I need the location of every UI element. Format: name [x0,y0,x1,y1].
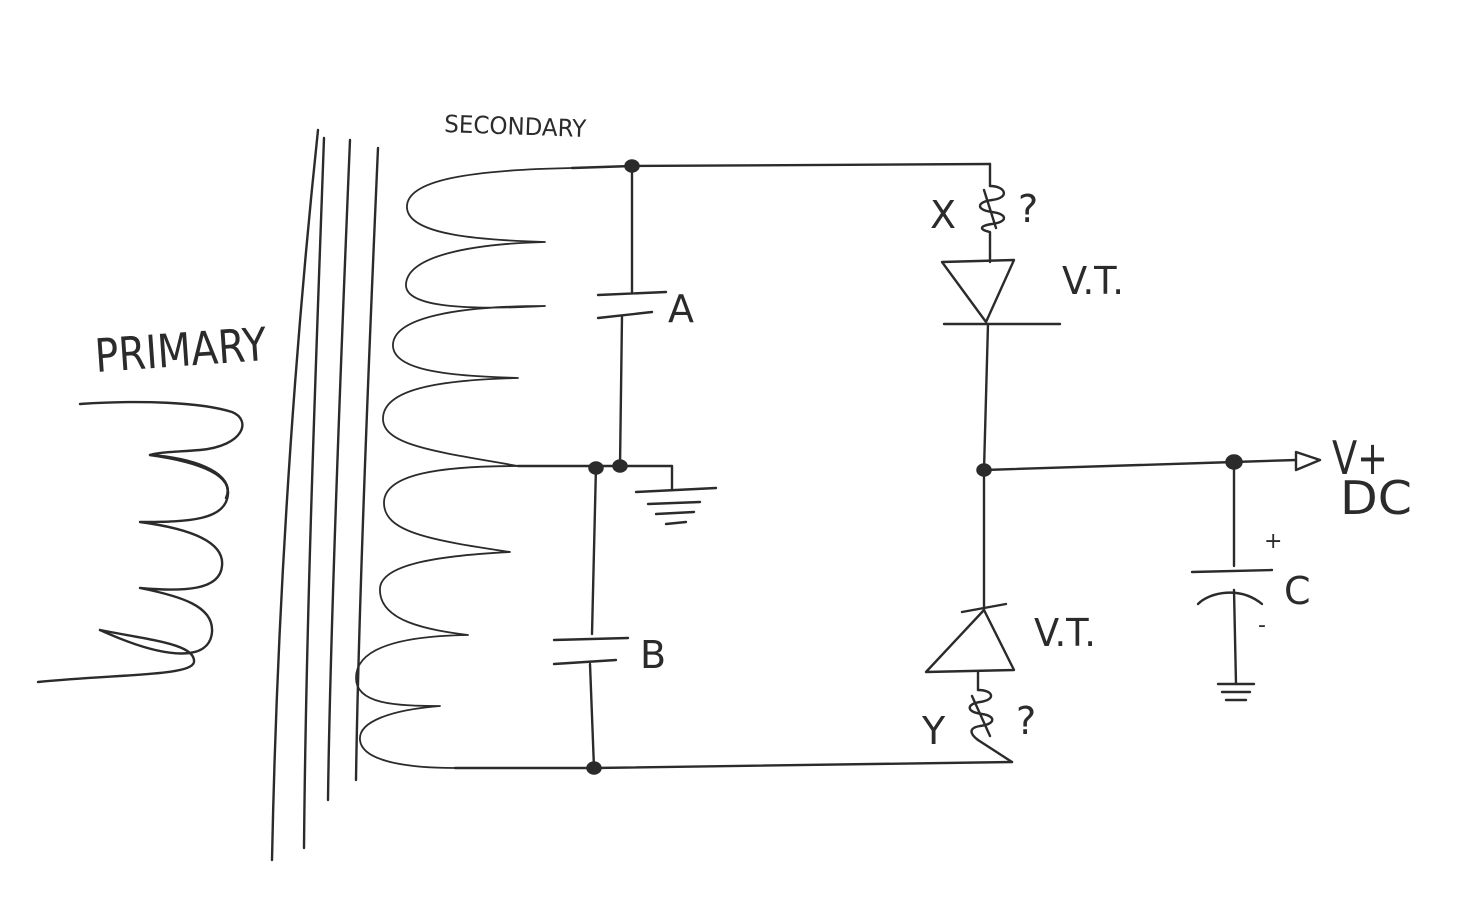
diode-top-label: V.T. [1062,259,1124,303]
cap-b-label: B [640,633,666,677]
junction-center-right [612,459,628,473]
primary-winding [36,400,244,684]
cap-c-minus-label: - [1258,613,1266,638]
cap-a-label: A [668,287,694,331]
junction-center-left [588,461,604,475]
cap-c-label: C [1284,569,1311,613]
capacitor-b [552,636,630,666]
inductor-y-question: ? [1016,699,1036,743]
diode-bottom-label: V.T. [1034,611,1096,655]
output-arrow [1294,450,1322,472]
cap-c-plus-label: + [1264,529,1282,554]
ground-symbol-cap-c [1216,682,1256,702]
inductor-x-label: X [930,193,956,237]
circuit-wires [453,162,1298,770]
secondary-winding [355,167,573,769]
junction-top [624,159,640,173]
ground-symbol-center [634,486,718,526]
inductor-x [978,184,1006,258]
capacitor-c [1190,568,1274,606]
junction-output [1225,454,1243,470]
primary-label: PRIMARY [93,317,269,383]
output-dc-label: DC [1340,471,1412,525]
diode-bottom [924,602,1016,692]
inductor-x-question: ? [1018,187,1038,231]
junction-bottom [586,761,602,775]
transformer-core [270,128,380,862]
capacitor-a [596,290,668,320]
secondary-label: SECONDARY [444,110,587,143]
junction-dots [586,159,1243,775]
output-v-label: V+ [1332,431,1388,485]
inductor-y [968,688,994,742]
inductor-y-label: Y [921,709,946,753]
diode-top [940,254,1062,326]
junction-diode-mid [976,463,992,477]
